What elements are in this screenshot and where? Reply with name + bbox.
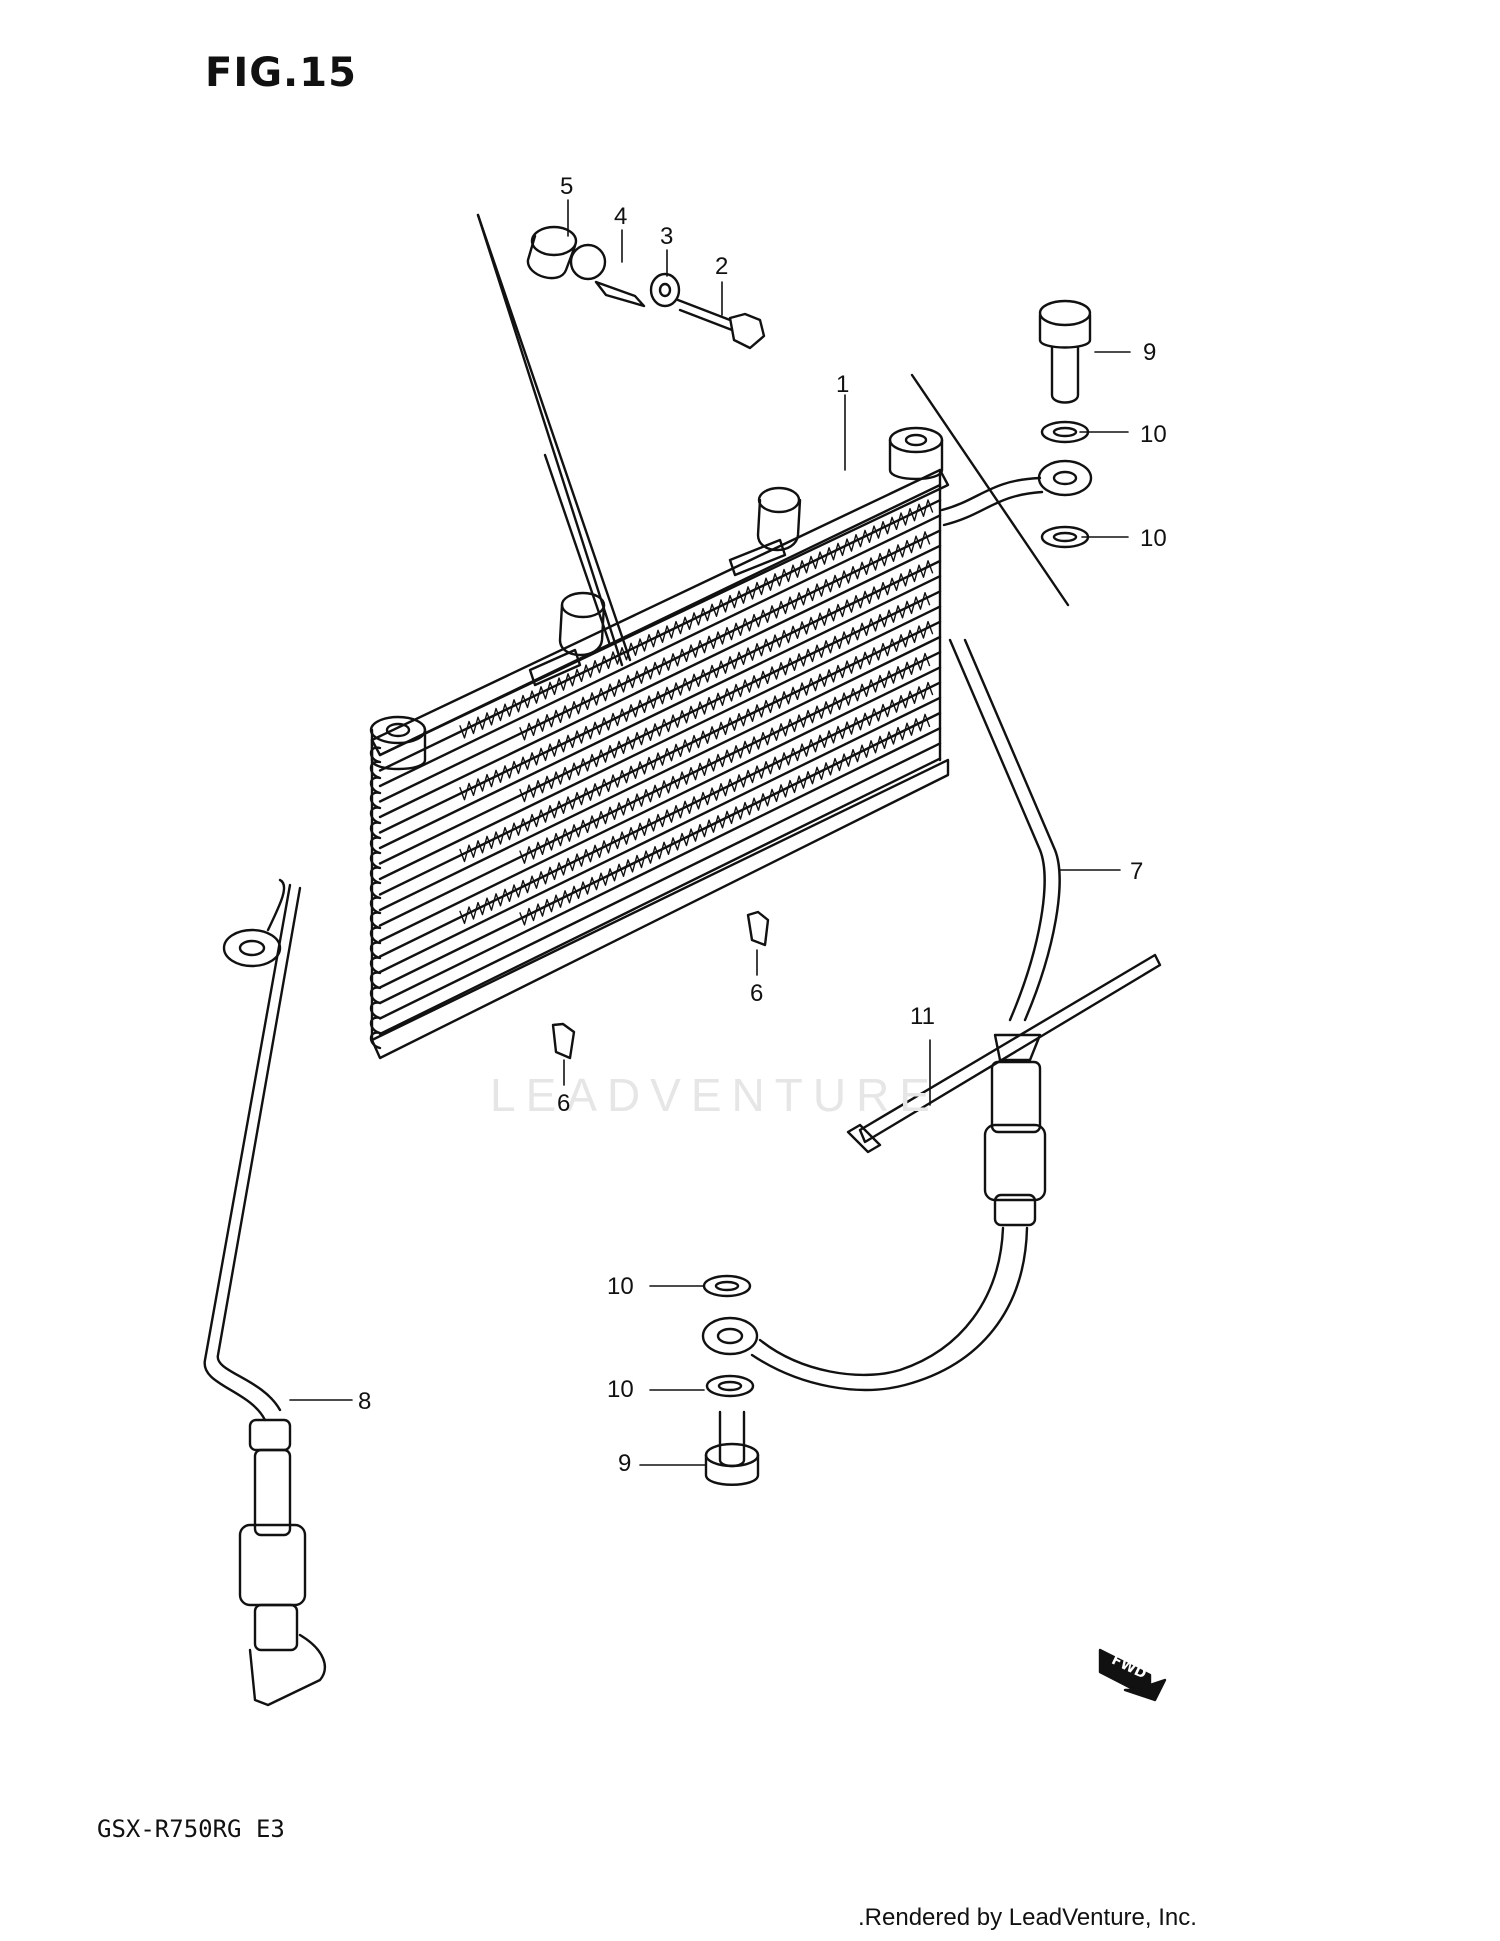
callout-5: 5 [560,173,574,200]
hose-clamp-11 [846,953,1162,1154]
fin-row [378,651,942,927]
fin-row [378,666,942,943]
fin-zigzag [519,713,931,926]
mounting-hardware [476,213,766,667]
footer-credit: .Rendered by LeadVenture, Inc. [858,1904,1197,1931]
fwd-arrow-icon [1098,1648,1167,1702]
fin-row [378,696,942,974]
callout-10-upper-b: 10 [1140,525,1167,552]
fin-row [378,635,942,912]
callout-10-upper-a: 10 [1140,421,1167,448]
fin-zigzag [459,499,934,739]
fin-row [378,590,942,865]
callout-4: 4 [614,203,628,230]
oil-hose-8 [203,878,326,1707]
callout-9-upper: 9 [1143,339,1157,366]
callout-8: 8 [358,1388,372,1415]
fin-row [378,757,942,1036]
oil-hose-7 [750,476,1061,1392]
callout-6-left: 6 [557,1090,571,1117]
fin-row [378,575,942,850]
callout-2: 2 [715,253,729,280]
callout-6-right: 6 [750,980,764,1007]
fin-row [378,727,942,1005]
cooler-fins [378,483,942,1036]
callout-7: 7 [1130,858,1144,885]
fin-zigzag [459,681,934,925]
callout-11: 11 [910,1003,935,1030]
fin-row [378,529,942,803]
callout-10-lower-b: 10 [607,1376,634,1403]
figure-title: FIG.15 [205,50,357,96]
callout-9-lower: 9 [618,1450,632,1477]
fin-row [378,605,942,881]
lower-banjo-fitting [701,1274,760,1486]
watermark-text: LEADVENTURE [490,1069,940,1121]
cooler-clips-6 [551,910,770,1060]
callout-1: 1 [836,371,850,398]
fin-row [378,514,942,788]
fin-row [378,711,942,989]
model-code: GSX-R750RG E3 [97,1815,285,1843]
oil-cooler-core [369,426,950,1060]
callout-3: 3 [660,223,674,250]
fin-row [378,483,942,757]
fin-zigzag [519,652,931,864]
leader-lines [289,199,1131,1466]
fin-zigzag [519,592,931,803]
callout-10-lower-a: 10 [607,1273,634,1300]
fin-zigzag [459,620,934,863]
fin-row [378,544,942,819]
fin-zigzag [459,560,934,801]
fin-row [378,742,942,1020]
fin-zigzag [519,531,931,741]
